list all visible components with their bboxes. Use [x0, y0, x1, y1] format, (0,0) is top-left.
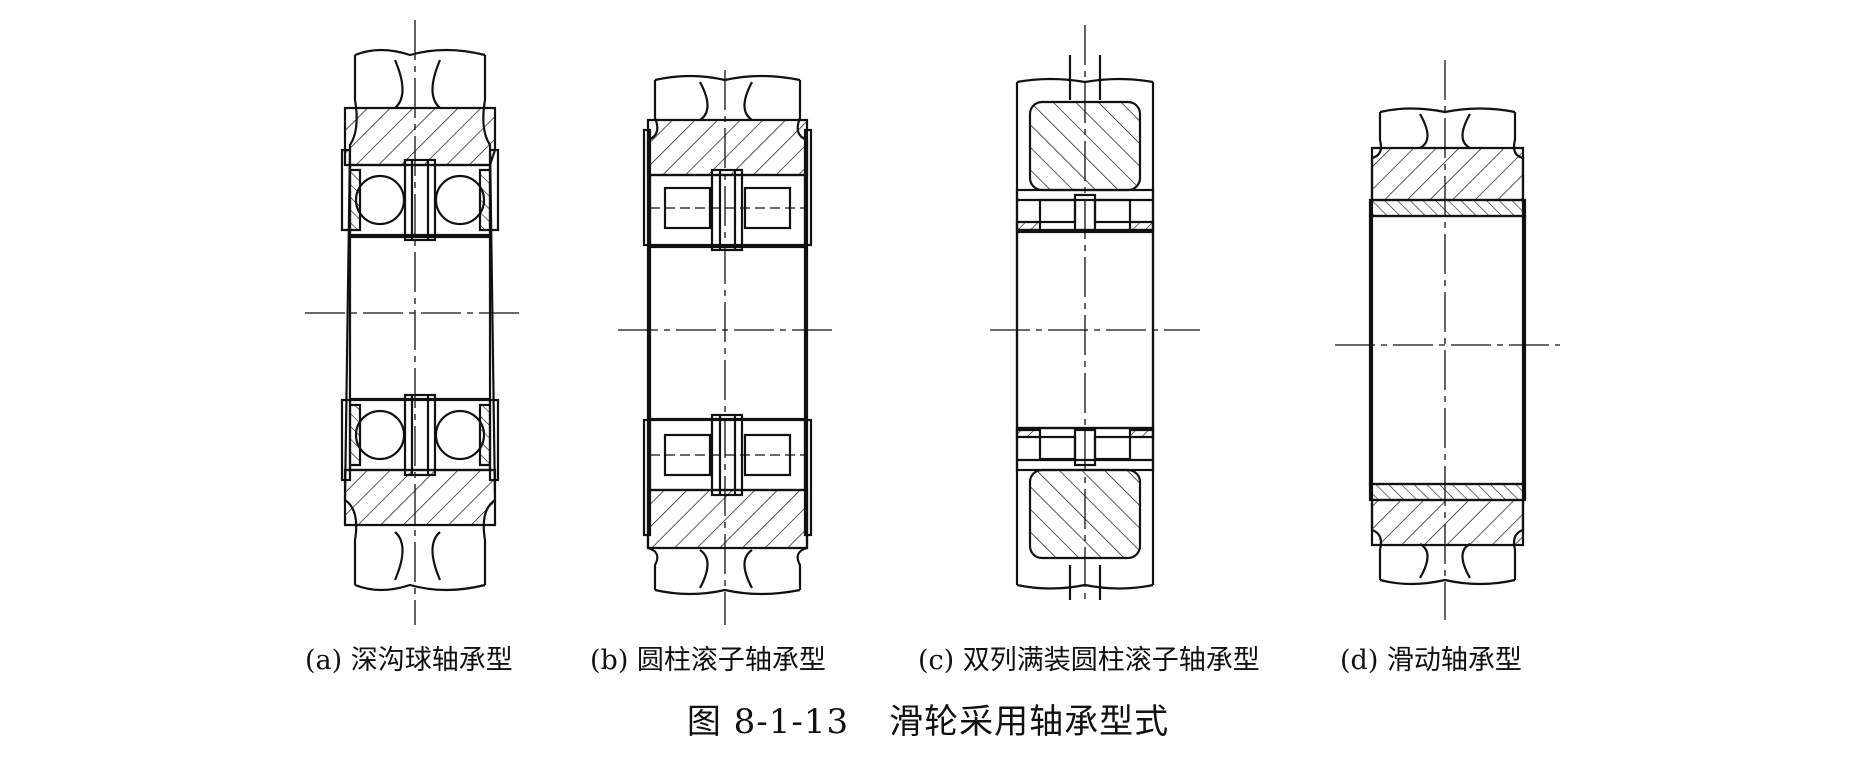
figure-title-text: 滑轮采用轴承型式	[889, 702, 1170, 742]
figure-number: 图 8-1-13	[686, 702, 850, 742]
figure-title: 图 8-1-13 滑轮采用轴承型式	[0, 694, 1856, 743]
panel-c-caption: (c) 双列满装圆柱滚子轴承型	[918, 645, 1260, 676]
panel-d-drawing	[1335, 60, 1560, 620]
panel-b-drawing	[618, 70, 835, 625]
panel-b-caption: (b) 圆柱滚子轴承型	[590, 645, 826, 676]
panel-a-caption: (a) 深沟球轴承型	[305, 645, 513, 676]
panel-d-caption: (d) 滑动轴承型	[1340, 645, 1522, 676]
panel-a-drawing	[305, 20, 520, 625]
panel-c-drawing	[990, 25, 1200, 600]
